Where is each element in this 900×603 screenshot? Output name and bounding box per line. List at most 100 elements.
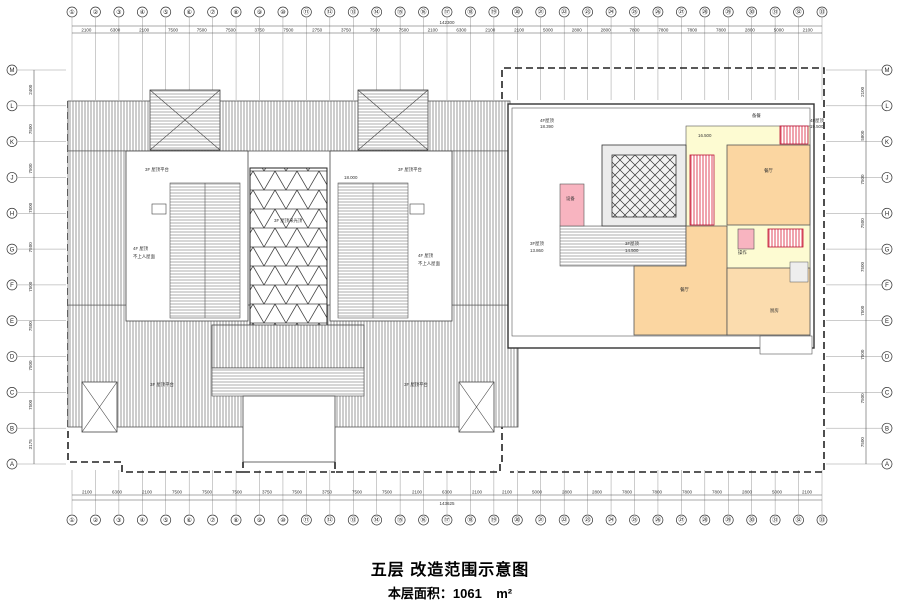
grid-bubble-col <box>652 514 664 526</box>
dim-top-value: 6300 <box>456 28 467 33</box>
grid-label-col: ⑭ <box>374 8 380 16</box>
label-roof-platform-west: 3F 屋顶平台 <box>150 381 175 388</box>
label-roof-platform-3f-west: 3F 屋顶平台 <box>145 166 170 173</box>
dim-top-value: 2100 <box>514 28 525 33</box>
grid-label-row: K <box>885 140 889 146</box>
dim-bottom-value: 7500 <box>292 490 303 495</box>
dim-left-value: 7500 <box>28 360 33 371</box>
dim-bottom-value: 7500 <box>352 490 363 495</box>
grid-bubble-col <box>371 6 383 18</box>
grid-bubble-col <box>746 514 758 526</box>
grid-bubble-row <box>881 172 893 183</box>
grid-label-row: B <box>10 426 14 432</box>
dim-top-value: 5000 <box>543 28 554 33</box>
dim-bottom-value: 2100 <box>502 490 513 495</box>
dim-top-value: 2800 <box>572 28 583 33</box>
grid-bubble-col <box>488 6 500 18</box>
dim-overall-bottom: 143625 <box>439 501 455 506</box>
plan-labels: 3F 屋顶平台 3F 屋顶平台 3F 屋顶采光顶 4F 屋顶 不上人屋面 4F … <box>133 112 825 388</box>
dim-right-value: 7500 <box>860 393 865 404</box>
grid-bubble-col <box>254 514 265 526</box>
dim-top-value: 2100 <box>485 28 496 33</box>
dim-right-value: 7500 <box>860 261 865 272</box>
grid-label-col: ④ <box>140 517 145 524</box>
grid-bubble-row <box>6 207 18 219</box>
grid-bubble-col <box>558 6 570 18</box>
floor-area-value: 1061 <box>452 586 482 601</box>
grid-label-col: ⑥ <box>186 9 191 16</box>
grid-bubble-col <box>769 514 781 526</box>
label-elev-5: 16.500 <box>698 133 712 138</box>
dim-overall-top: 142300 <box>439 20 455 25</box>
grid-bubble-row <box>881 207 893 219</box>
grid-bubble-col <box>558 514 570 526</box>
parapet-top <box>67 100 511 152</box>
grid-bubble-col <box>90 6 101 18</box>
side-strip-left <box>67 150 127 306</box>
right-building <box>507 103 815 355</box>
grid-bubble-col <box>136 6 148 18</box>
grid-bubble-col <box>793 514 804 526</box>
label-elev-2: 19.500 <box>810 124 824 129</box>
grid-bubble-col <box>769 6 781 18</box>
grid-bubble-row <box>881 422 893 434</box>
grid-label-col: ㉒ <box>561 8 567 16</box>
escalator <box>689 154 715 226</box>
grid-bubble-col <box>66 6 78 18</box>
grid-bubble-row <box>6 100 18 112</box>
grid-bubble-col <box>676 514 687 526</box>
grid-bubble-row <box>6 422 18 434</box>
grid-label-row: D <box>885 355 890 361</box>
grid-bubble-row <box>881 458 893 470</box>
dim-top-value: 7800 <box>658 28 669 33</box>
grid-label-col: ⑨ <box>257 517 262 524</box>
restaurant-north <box>726 144 811 226</box>
grid-label-col: ⑳ <box>514 516 520 524</box>
grid-label-col: ⑦ <box>210 517 216 524</box>
dim-bottom-value: 2100 <box>472 490 483 495</box>
grid-label-col: ⑭ <box>374 516 380 524</box>
dim-left-value: 7500 <box>28 124 33 135</box>
grid-bubble-row <box>881 351 893 362</box>
grid-bubble-col <box>324 6 336 18</box>
grid-label-col: ㉑ <box>538 516 544 524</box>
grid-bubble-row <box>6 315 18 327</box>
grid-label-col: ㉖ <box>655 8 661 16</box>
grid-label-col: ⑬ <box>350 516 356 524</box>
label-no-access-west: 不上人屋面 <box>133 253 156 260</box>
grid-bubble-col <box>699 514 711 526</box>
grid-label-col: ⑮ <box>397 8 403 16</box>
dim-top-value: 2800 <box>745 28 756 33</box>
dim-bottom-value: 7500 <box>202 490 213 495</box>
dim-bottom-value: 7800 <box>652 490 663 495</box>
grid-bubble-col <box>207 6 218 18</box>
grid-label-col: ⑬ <box>350 8 356 16</box>
grid-label-col: ㉘ <box>702 8 708 16</box>
grid-label-col: ① <box>69 517 74 524</box>
grid-bubble-row <box>6 172 18 183</box>
grid-bubble-row <box>6 136 18 147</box>
grid-label-col: ⑤ <box>163 517 168 524</box>
grid-label-row: H <box>885 211 889 217</box>
dim-left-value: 7500 <box>28 242 33 253</box>
grid-label-row: B <box>885 426 889 432</box>
dim-right-value: 7500 <box>860 218 865 229</box>
grid-label-row: D <box>10 355 15 361</box>
grid-bubble-col <box>277 6 289 18</box>
dim-top-value: 5000 <box>774 28 785 33</box>
grid-bubble-col <box>207 514 218 526</box>
grid-label-col: ㉜ <box>796 8 802 16</box>
grid-bubble-col <box>605 514 617 526</box>
dim-bottom-value: 7500 <box>232 490 243 495</box>
grid-label-col: ⑫ <box>327 516 333 524</box>
grid-label-col: ㉗ <box>678 8 684 16</box>
grid-label-col: ⑧ <box>233 9 238 16</box>
dim-bottom-value: 7800 <box>622 490 633 495</box>
grid-bubble-col <box>722 514 734 526</box>
equipment-room <box>559 183 585 227</box>
grid-bubble-row <box>6 64 18 76</box>
dim-left-value: 7500 <box>28 202 33 213</box>
grid-label-row: C <box>885 391 890 397</box>
grid-label-col: ⑤ <box>163 9 168 16</box>
grid-bubble-col <box>90 514 101 526</box>
